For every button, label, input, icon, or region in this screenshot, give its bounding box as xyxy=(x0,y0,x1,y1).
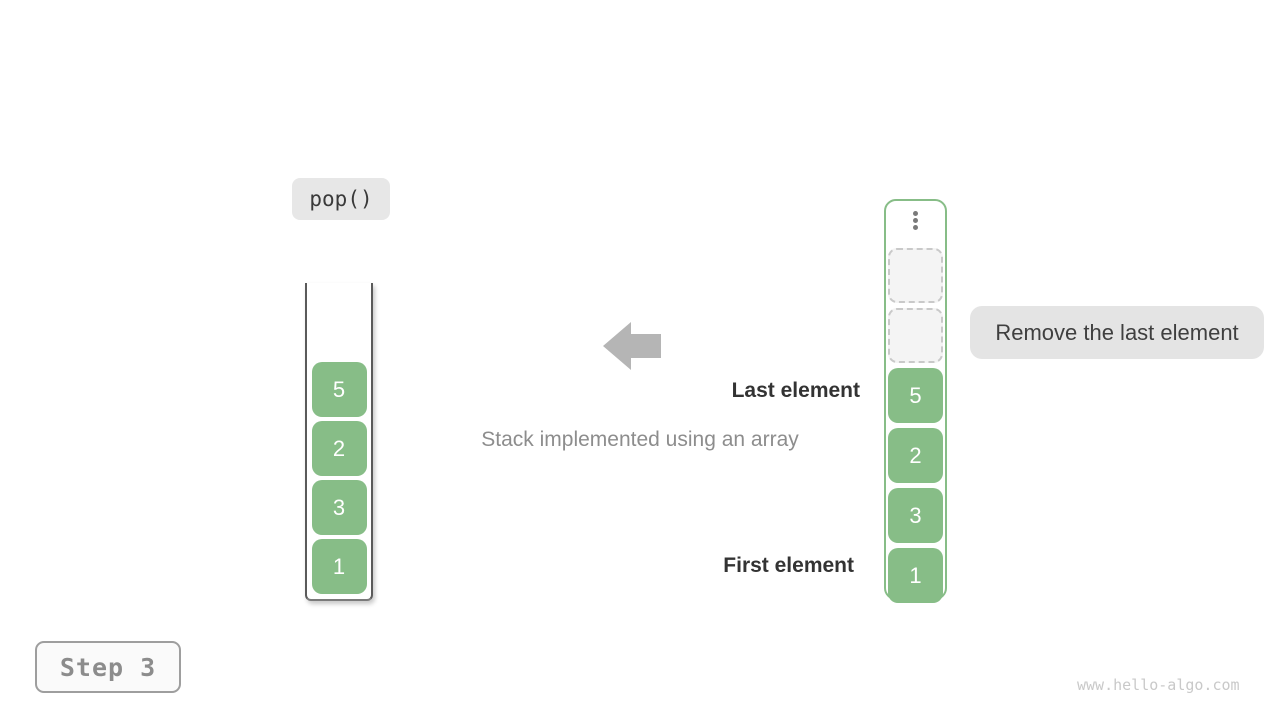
last-element-label: Last element xyxy=(731,379,860,402)
stack-element: 2 xyxy=(311,421,367,476)
first-element-label: First element xyxy=(723,554,854,577)
stack-element: 5 xyxy=(311,362,367,417)
step-badge: Step 3 xyxy=(35,641,181,693)
stack-element: 3 xyxy=(888,488,943,543)
stack-element: 2 xyxy=(888,428,943,483)
stack-element: 5 xyxy=(888,368,943,423)
stack-element: 3 xyxy=(311,480,367,535)
stack-element: 1 xyxy=(888,548,943,603)
arrow-left-icon xyxy=(603,322,661,370)
diagram-caption: Stack implemented using an array xyxy=(481,428,799,451)
vertical-ellipsis-icon xyxy=(913,211,918,231)
empty-slot xyxy=(888,248,943,303)
remove-note-label: Remove the last element xyxy=(970,306,1264,359)
empty-slot xyxy=(888,308,943,363)
stack-element: 1 xyxy=(311,539,367,594)
operation-label: pop() xyxy=(292,178,390,220)
array-stack-container: 5 2 3 1 xyxy=(305,283,373,601)
watermark-text: www.hello-algo.com xyxy=(1077,676,1240,694)
stack-column-container: 5 2 3 1 xyxy=(884,199,947,603)
